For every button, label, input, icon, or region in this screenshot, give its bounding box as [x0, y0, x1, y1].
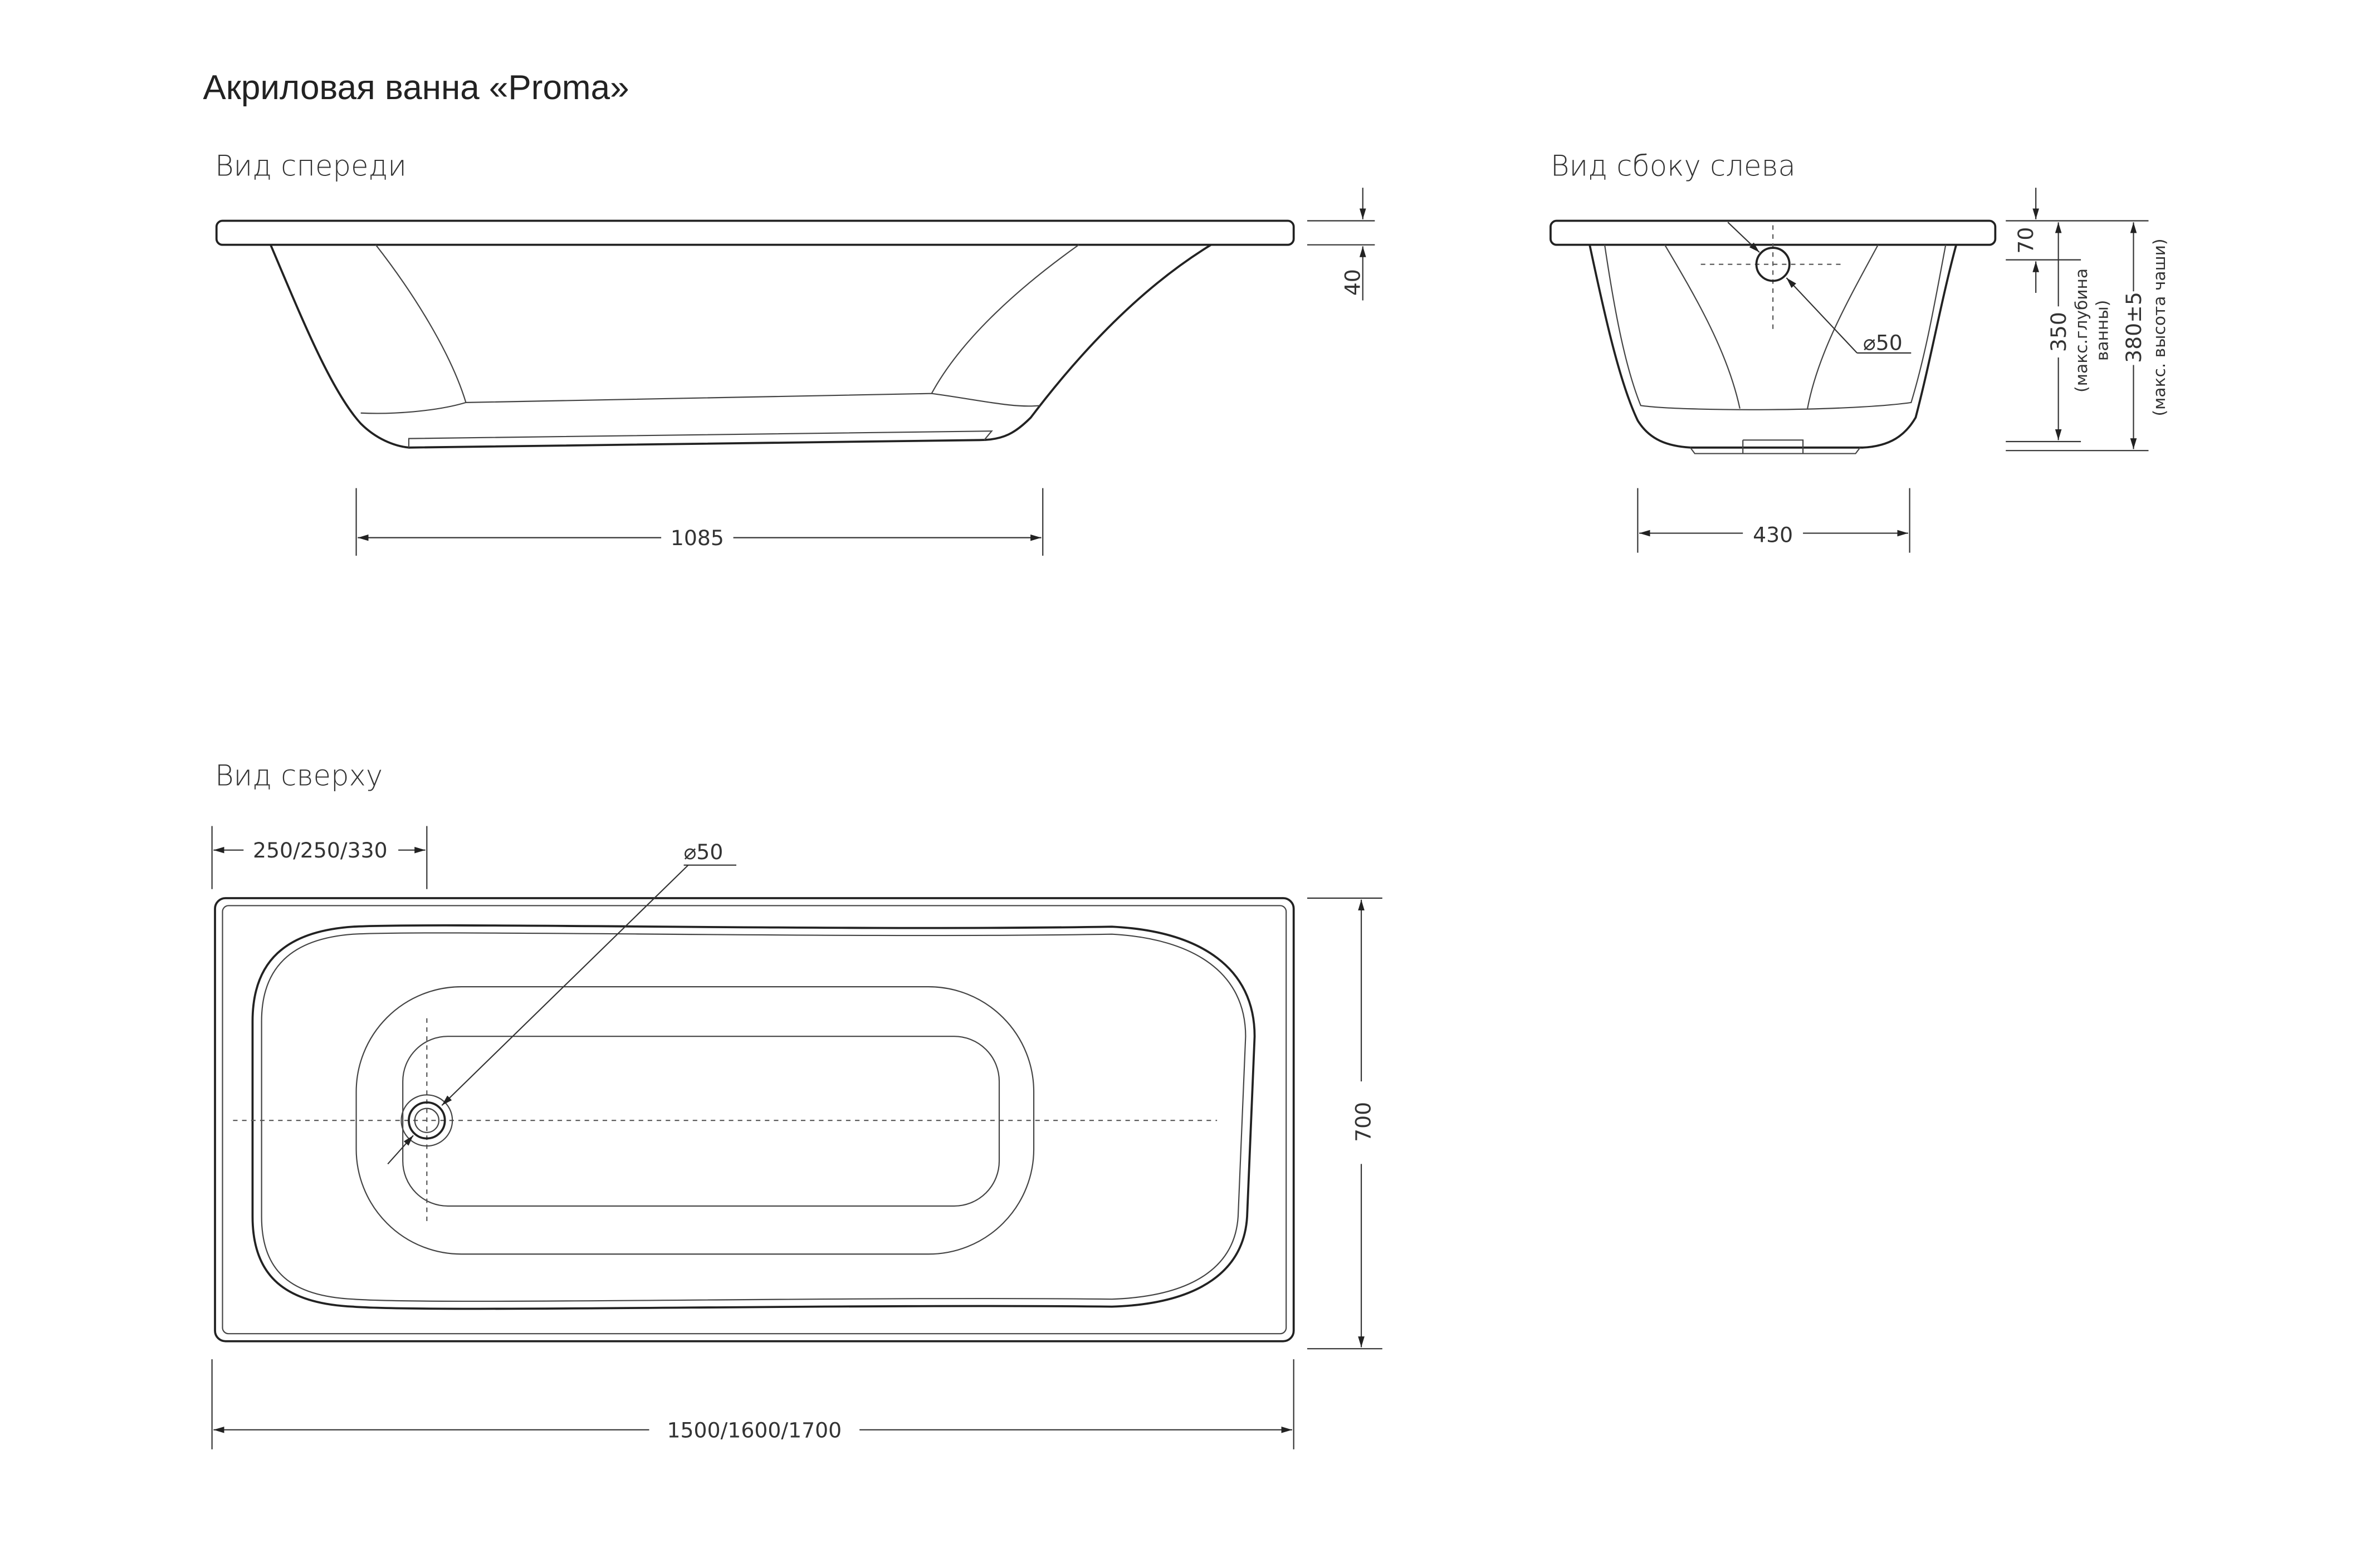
top-view: Вид сверху ⌀50 250/250/330 700 1500/1600…	[211, 759, 1382, 1449]
top-drain-dim: ⌀50	[684, 840, 724, 864]
drawing-title: Акриловая ванна «Proma»	[203, 68, 629, 107]
side-height-note: (макс. высота чаши)	[2149, 238, 2169, 416]
side-depth-note-1: (макс.глубина	[2071, 268, 2091, 393]
side-rim-dim: 70	[2013, 227, 2038, 254]
top-length-dim: 1500/1600/1700	[667, 1418, 842, 1442]
top-drain-offset-dim: 250/250/330	[253, 838, 388, 863]
side-drain-dim: ⌀50	[1863, 330, 1903, 355]
top-view-label: Вид сверху	[215, 759, 383, 793]
side-depth-dim: 350	[2046, 312, 2071, 352]
side-view: Вид сбоку слева ⌀50 430 70 350 (макс.глу…	[1550, 150, 2169, 553]
front-view-label: Вид спереди	[215, 150, 407, 183]
front-rim-dim: 40	[1340, 269, 1365, 296]
side-height-dim: 380±5	[2122, 292, 2146, 363]
side-width-dim: 430	[1753, 523, 1793, 547]
side-depth-note-2: ванны)	[2093, 300, 2112, 361]
front-length-dim: 1085	[671, 526, 724, 550]
top-width-dim: 700	[1351, 1102, 1375, 1142]
side-view-label: Вид сбоку слева	[1551, 150, 1796, 183]
front-view: Вид спереди 1085 40	[215, 150, 1375, 556]
